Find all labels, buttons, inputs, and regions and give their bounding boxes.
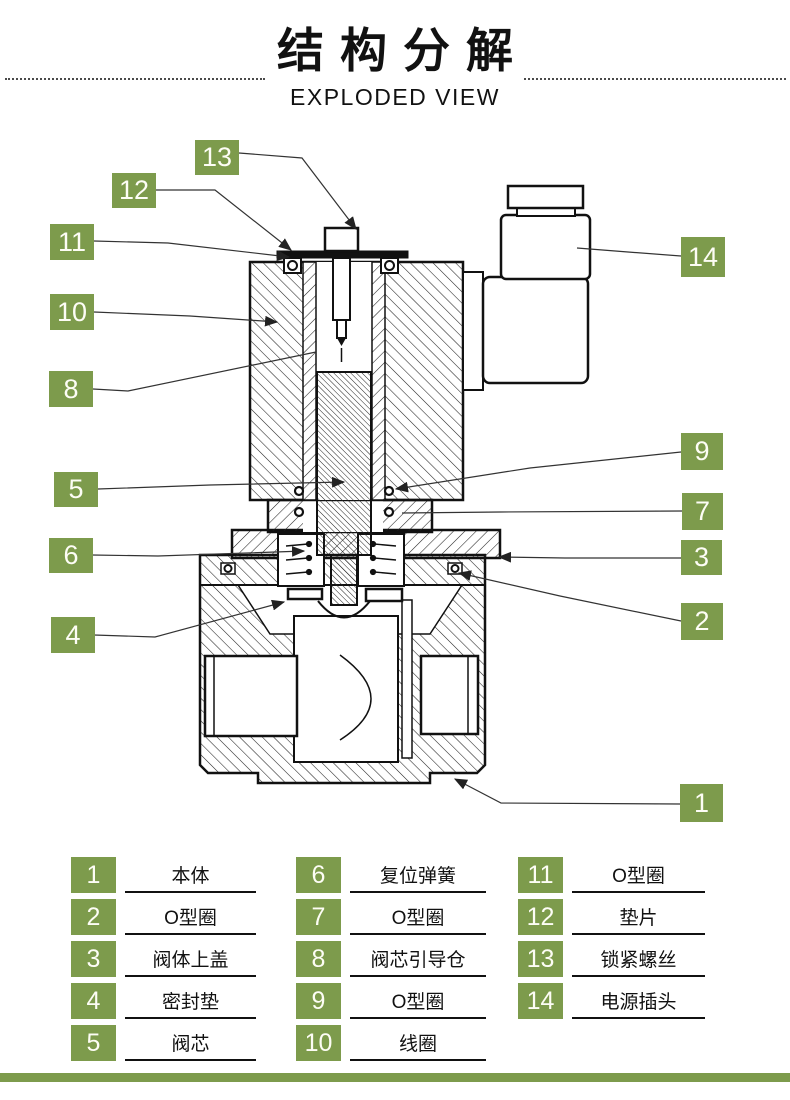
leader-line-14	[576, 247, 682, 257]
leader-line-13	[238, 152, 357, 230]
leader-line-11	[93, 240, 291, 261]
part-number-cell: 1	[71, 857, 116, 893]
part-name-cell: O型圈	[350, 983, 486, 1019]
callout-box-7: 7	[682, 493, 723, 530]
part-name-cell: 垫片	[572, 899, 705, 935]
power-plug	[462, 184, 592, 391]
leader-line-6	[91, 546, 306, 557]
callout-box-6: 6	[49, 538, 93, 573]
callout-box-3: 3	[681, 540, 722, 575]
locking-screw	[276, 226, 409, 362]
part-number-cell: 6	[296, 857, 341, 893]
leader-line-4	[93, 599, 286, 638]
callout-box-12: 12	[112, 173, 156, 208]
leader-line-8	[92, 351, 317, 392]
header-divider-left	[5, 78, 265, 80]
part-number-cell: 14	[518, 983, 563, 1019]
part-number-cell: 7	[296, 899, 341, 935]
callout-box-2: 2	[681, 603, 723, 640]
part-name-cell: O型圈	[125, 899, 256, 935]
leader-line-12	[156, 189, 292, 251]
part-number-cell: 3	[71, 941, 116, 977]
part-name-cell: 本体	[125, 857, 256, 893]
callout-box-8: 8	[49, 371, 93, 407]
part-name-cell: 电源插头	[572, 983, 705, 1019]
leader-lines	[91, 152, 683, 805]
leader-line-5	[97, 476, 346, 490]
part-name-cell: 密封垫	[125, 983, 256, 1019]
part-number-cell: 4	[71, 983, 116, 1019]
page-title: 结构分解	[277, 24, 529, 77]
part-number-cell: 10	[296, 1025, 341, 1061]
part-number-cell: 5	[71, 1025, 116, 1061]
part-number-cell: 2	[71, 899, 116, 935]
seal-gasket	[286, 587, 404, 619]
callout-box-10: 10	[50, 294, 94, 330]
callout-box-14: 14	[681, 237, 725, 277]
part-number-cell: 9	[296, 983, 341, 1019]
part-name-cell: 锁紧螺丝	[572, 941, 705, 977]
leader-line-2	[457, 570, 682, 622]
callout-box-13: 13	[195, 140, 239, 175]
part-number-cell: 11	[518, 857, 563, 893]
part-name-cell: 复位弹簧	[350, 857, 486, 893]
mid-o-rings	[293, 485, 395, 518]
leader-line-1	[453, 778, 681, 805]
part-name-cell: O型圈	[572, 857, 705, 893]
part-name-cell: O型圈	[350, 899, 486, 935]
part-name-cell: 阀芯	[125, 1025, 256, 1061]
leader-line-7	[401, 510, 683, 514]
part-name-cell: 线圈	[350, 1025, 486, 1061]
page-subtitle: EXPLODED VIEW	[290, 84, 500, 110]
callout-box-9: 9	[681, 433, 723, 470]
part-number-cell: 13	[518, 941, 563, 977]
callout-box-1: 1	[680, 784, 723, 822]
footer-accent-bar	[0, 1073, 790, 1082]
plunger	[316, 371, 372, 606]
top-o-rings	[283, 257, 399, 274]
part-name-cell: 阀体上盖	[125, 941, 256, 977]
header-divider-right	[524, 78, 786, 80]
body-o-rings	[220, 562, 463, 575]
callout-box-4: 4	[51, 617, 95, 653]
part-number-cell: 12	[518, 899, 563, 935]
leader-line-3	[497, 551, 681, 563]
part-number-cell: 8	[296, 941, 341, 977]
callout-box-5: 5	[54, 472, 98, 507]
leader-line-10	[93, 311, 279, 327]
callout-box-11: 11	[50, 224, 94, 260]
part-name-cell: 阀芯引导仓	[350, 941, 486, 977]
leader-line-9	[394, 451, 682, 493]
